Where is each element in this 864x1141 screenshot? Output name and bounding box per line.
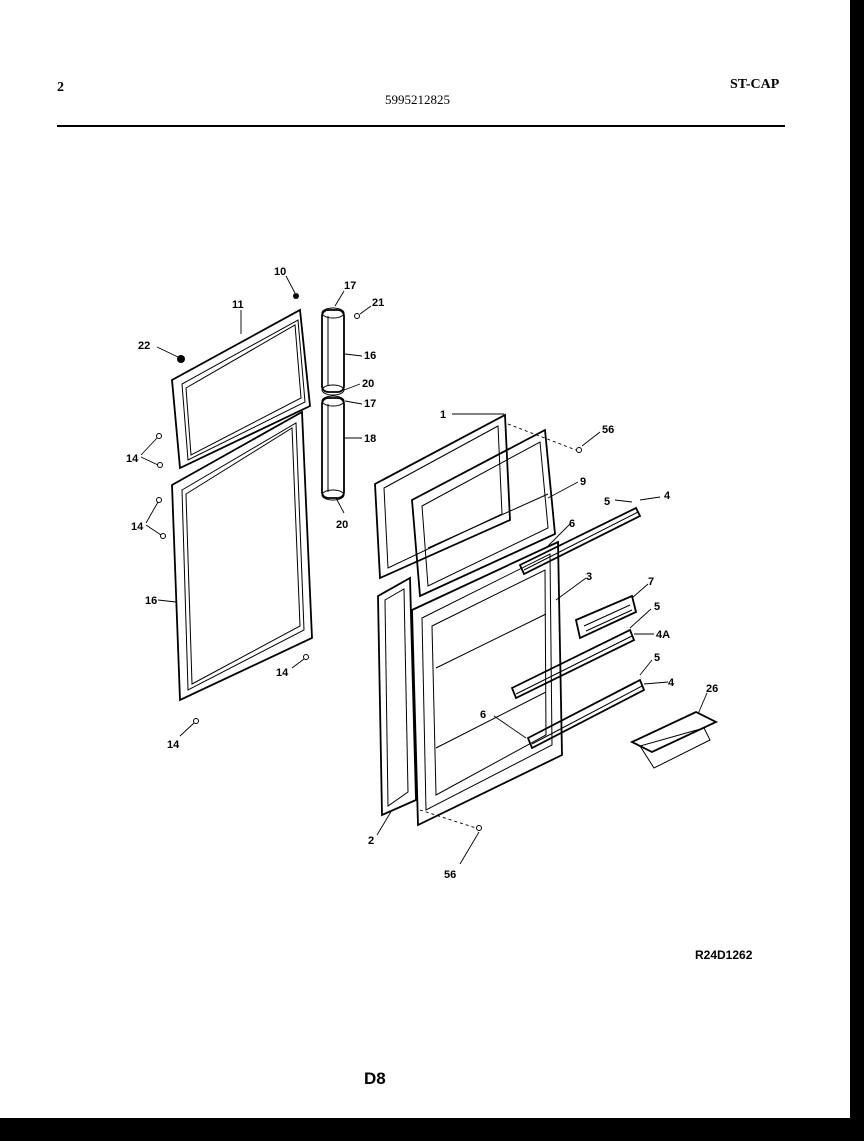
callout-26: 26 xyxy=(706,683,718,695)
callout-14-upper: 14 xyxy=(126,453,139,465)
screw-22 xyxy=(177,355,185,363)
page-number: 2 xyxy=(57,80,64,95)
callout-5-lower: 5 xyxy=(654,652,660,664)
screw-14-e xyxy=(303,654,309,660)
screw-14-c xyxy=(156,497,162,503)
door-shelf-rack-lower xyxy=(526,678,646,750)
screw-14-b xyxy=(157,462,163,468)
part-number: 5995212825 xyxy=(385,92,450,107)
screw-14-a xyxy=(156,433,162,439)
upper-door-handle xyxy=(321,307,345,396)
screw-21 xyxy=(354,313,360,319)
callout-5-middle: 5 xyxy=(654,601,660,613)
screw-14-d xyxy=(160,533,166,539)
diagram-code: R24D1262 xyxy=(695,948,753,962)
callout-20-upper: 20 xyxy=(362,378,374,390)
freezer-door-liner xyxy=(411,428,556,598)
callout-18: 18 xyxy=(364,433,376,445)
callout-16-gasket: 16 xyxy=(145,595,157,607)
callout-17-top: 17 xyxy=(344,280,356,292)
screw-14-f xyxy=(193,718,199,724)
door-bin xyxy=(629,711,719,769)
callout-6-upper: 6 xyxy=(569,518,575,530)
fresh-food-door-gasket-2 xyxy=(377,576,417,817)
callout-14-right: 14 xyxy=(276,667,289,679)
callout-10: 10 xyxy=(274,266,286,278)
callout-6-lower: 6 xyxy=(480,709,486,721)
door-shelf-rack-upper xyxy=(518,506,642,576)
freezer-door-outer-panel xyxy=(374,413,511,580)
callout-17-lower: 17 xyxy=(364,398,376,410)
screw-56-b xyxy=(476,825,482,831)
callout-56-top: 56 xyxy=(602,424,614,436)
callout-14-bottom: 14 xyxy=(167,739,180,751)
callout-4A: 4A xyxy=(656,629,670,641)
callout-9: 9 xyxy=(580,476,586,488)
fresh-food-door-gasket xyxy=(171,410,313,702)
callout-3: 3 xyxy=(586,571,592,583)
page-code: D8 xyxy=(364,1069,386,1088)
callout-1: 1 xyxy=(440,409,446,421)
freezer-door-gasket xyxy=(171,308,311,470)
model-code: ST-CAP xyxy=(730,77,780,92)
callout-4-upper: 4 xyxy=(664,490,671,502)
callout-14-middle: 14 xyxy=(131,521,144,533)
callout-20-lower: 20 xyxy=(336,519,348,531)
fresh-food-door-liner xyxy=(411,540,563,827)
exploded-door-diagram: 10 11 22 14 14 16 14 14 17 21 16 20 17 1… xyxy=(126,266,719,881)
callout-21: 21 xyxy=(372,297,384,309)
callout-16-handle: 16 xyxy=(364,350,376,362)
header-rule xyxy=(57,125,785,127)
door-shelf-rack-middle xyxy=(510,628,636,700)
screw-56-a xyxy=(576,447,582,453)
dairy-door-cover xyxy=(574,594,638,640)
callout-7: 7 xyxy=(648,576,654,588)
leader-lines xyxy=(140,275,708,865)
callout-4-lower: 4 xyxy=(668,677,675,689)
screw-10 xyxy=(293,293,299,299)
callout-5-upper: 5 xyxy=(604,496,610,508)
callout-56-bottom: 56 xyxy=(444,869,456,881)
parts-diagram-sheet: 2 5995212825 ST-CAP xyxy=(0,0,850,1118)
callout-11: 11 xyxy=(232,299,244,311)
lower-door-handle xyxy=(321,395,345,501)
callout-2: 2 xyxy=(368,835,374,847)
callout-22: 22 xyxy=(138,340,150,352)
